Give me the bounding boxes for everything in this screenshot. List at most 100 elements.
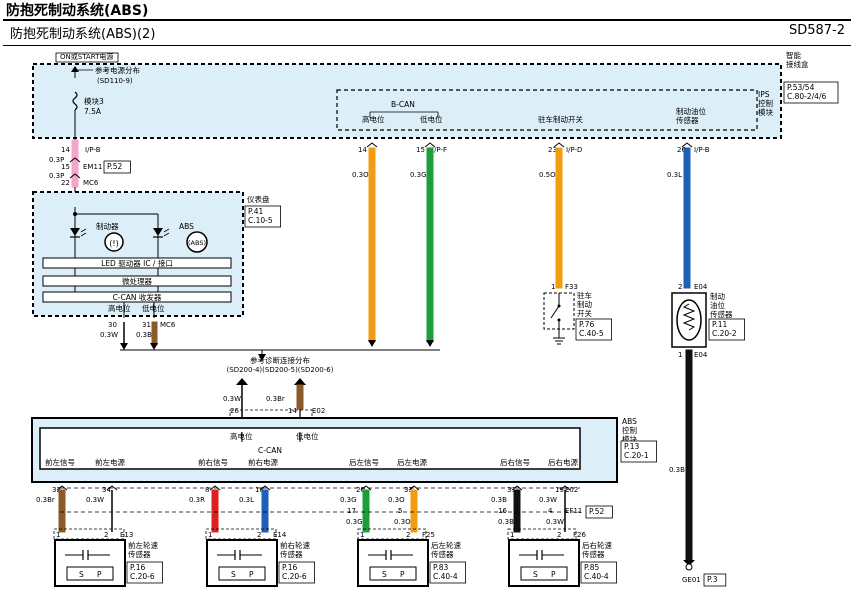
pin-2: 2 (406, 531, 410, 539)
f33-name: 开关 (577, 308, 592, 318)
pin-31: 31 (142, 321, 151, 329)
fuse-rating: 7.5A (84, 107, 102, 116)
high-label: 高电位 (362, 114, 385, 124)
abs-icon-glyph: (ABS) (188, 239, 206, 247)
blue-wire-26 (683, 147, 691, 289)
abs-signal-label: 前左信号 (45, 457, 75, 467)
pin-26: 26 (677, 146, 686, 154)
sensor-ref: P.83 (433, 563, 449, 572)
e04-name: 传感器 (710, 309, 733, 319)
abs-signal-label: 后右电源 (548, 457, 578, 467)
arrow-orange (368, 340, 376, 347)
connector-chevron (56, 485, 68, 491)
abs-ref-box (620, 440, 657, 463)
sensor-conn: F25 (422, 531, 435, 539)
wire-0.3g-b: 0.3G (346, 518, 363, 526)
pin-1: 1 (510, 531, 514, 539)
wire-label: 0.3R (189, 496, 205, 504)
ground-ref-box (703, 573, 727, 587)
pin-4: 4 (548, 507, 553, 515)
pin-17: 17 (347, 507, 356, 515)
ips-title: 模块 (758, 107, 773, 117)
pin-14-b: 14 (358, 146, 367, 154)
abs-signal-label: 前右电源 (248, 457, 278, 467)
sensor-conn: E14 (273, 531, 287, 539)
pin-num: 31 (507, 486, 516, 494)
f33-name: 制动 (577, 299, 592, 309)
sensor-ref: C.40-4 (433, 572, 458, 581)
abs-title: 模块 (622, 434, 637, 444)
junction-dot (73, 212, 77, 216)
abs-signal-label: 后左信号 (349, 457, 379, 467)
connector-chevron (681, 142, 693, 148)
connector-chevron (259, 485, 271, 491)
wire-0.3w-c: 0.3W (546, 518, 564, 526)
ref-power-label: 参考电源分布 (95, 65, 140, 75)
wire-0.3w-a: 0.3W (100, 331, 118, 339)
abs-ref: C.20-1 (624, 451, 649, 460)
arrow-green (426, 340, 434, 347)
ef11-ref: P.52 (589, 507, 605, 516)
sensor-s: S (79, 570, 84, 579)
e04-ref: C.20-2 (712, 329, 737, 338)
sensor-s: S (231, 570, 236, 579)
conn-ipb-b: I/P-B (694, 146, 710, 154)
sensor-ref-box (580, 561, 617, 584)
em11-ref: P.52 (107, 162, 123, 171)
green-wire-15 (426, 147, 434, 343)
conn-e02-b: E02 (565, 486, 578, 494)
abs-inner (39, 427, 581, 470)
sensor-ref: P.16 (130, 563, 146, 572)
f33-name: 驻车 (577, 290, 592, 300)
lamp-led (70, 228, 80, 236)
black-wire-e04 (685, 349, 693, 561)
f33-pin: 1 (551, 283, 555, 291)
ground-arrow (683, 560, 695, 566)
wire-fl-1 (58, 489, 66, 533)
jb-title: 接线盒 (786, 59, 809, 69)
pin-1: 1 (208, 531, 212, 539)
brown-wire-cluster (151, 321, 158, 346)
connector-chevron (511, 485, 523, 491)
wire-label: 0.3B (491, 496, 507, 504)
pin-num: 32 (52, 486, 61, 494)
pink-wire (71, 139, 79, 188)
wire-0.3p-b: 0.3P (49, 172, 64, 180)
level-sensor-icon (676, 299, 702, 341)
park-switch-label: 驻车制动开关 (538, 114, 583, 124)
sensor-name: 前左轮速 (128, 540, 158, 550)
resistor-symbol (682, 303, 696, 331)
arrow-cluster-br (150, 343, 158, 350)
conn-mc6-b: MC6 (160, 321, 176, 329)
diagram-code: SD587-2 (788, 23, 845, 38)
pin-num: 33 (404, 486, 413, 494)
cpu-row (42, 275, 232, 287)
pin-16: 16 (498, 507, 507, 515)
title-bar (3, 19, 851, 46)
e04-conn: E04 (694, 283, 708, 291)
sensor-conn: E13 (120, 531, 133, 539)
abs-signal-label: 前右信号 (198, 457, 228, 467)
diag-pin26: 26 (230, 407, 239, 415)
arrow-cluster-w (120, 343, 128, 350)
wire-rl-2 (410, 489, 418, 533)
em11-ref-box (103, 160, 131, 174)
sensor-name: 后右轮速 (582, 540, 612, 550)
brown-wire-diag (296, 384, 304, 410)
led-driver-label: LED 驱动器 IC / 接口 (101, 258, 173, 268)
e04-ref-box (708, 318, 745, 341)
diag-bracket (229, 409, 313, 422)
sensor-ref: C.40-4 (584, 572, 609, 581)
wire-0.3l: 0.3L (667, 171, 682, 179)
pin-num: 19 (555, 486, 564, 494)
diag-codes: (SD200-4)(SD200-5)(SD200-6) (227, 366, 334, 374)
conn-mc6: MC6 (83, 179, 99, 187)
can-row (42, 291, 232, 303)
wire-0.3b-a: 0.3B (669, 466, 685, 474)
ips-box (336, 89, 758, 131)
pin-1: 1 (56, 531, 60, 539)
wire-fr-1 (211, 489, 219, 533)
sp-terminal (66, 566, 114, 581)
diagram-subtitle: 防抱死制动系统(ABS)(2) (10, 27, 156, 42)
